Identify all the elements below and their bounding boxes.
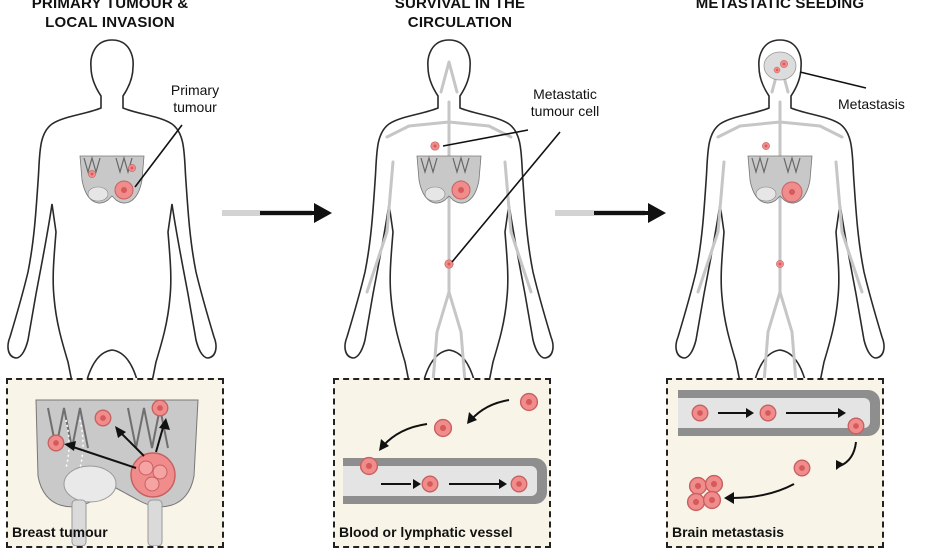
metastatic-tumour-cell-label: Metastatic tumour cell [530, 86, 600, 119]
meta-cell-pointer-bottom [451, 131, 561, 263]
brain-metastasis-caption: Brain metastasis [672, 524, 785, 540]
breast-tumour-panel: Breast tumour [6, 378, 224, 548]
body-figure-2 [344, 39, 554, 393]
primary-tumour-pointer [134, 124, 183, 188]
metastasis-label: Metastasis [838, 96, 905, 112]
stage-1-heading: PRIMARY TUMOUR & LOCAL INVASION [31, 0, 189, 31]
stage-3-heading: METASTATIC SEEDING [695, 0, 865, 12]
meta-cell-pointer-top [442, 129, 529, 147]
vessel-illustration [343, 392, 547, 504]
brain-metastasis-illustration [678, 390, 880, 512]
primary-tumour-mass [130, 452, 176, 498]
body-figure-1 [7, 39, 217, 393]
vessel-panel: Blood or lymphatic vessel [333, 378, 551, 548]
brain-metastasis-panel: Brain metastasis [666, 378, 884, 548]
breast-tumour-illustration [35, 399, 199, 546]
metastasis-illustration [7, 39, 885, 393]
metastasis-pointer [799, 71, 867, 89]
body-figure-3 [675, 39, 885, 393]
progression-arrow-1 [222, 203, 332, 223]
breast-tumour-caption: Breast tumour [12, 524, 108, 540]
primary-tumour-label: Primary tumour [170, 82, 220, 115]
metastatic-cell-cluster [686, 474, 724, 512]
stage-2-heading: SURVIVAL IN THE CIRCULATION [394, 0, 526, 31]
progression-arrow-2 [555, 203, 666, 223]
vessel-caption: Blood or lymphatic vessel [339, 524, 513, 540]
